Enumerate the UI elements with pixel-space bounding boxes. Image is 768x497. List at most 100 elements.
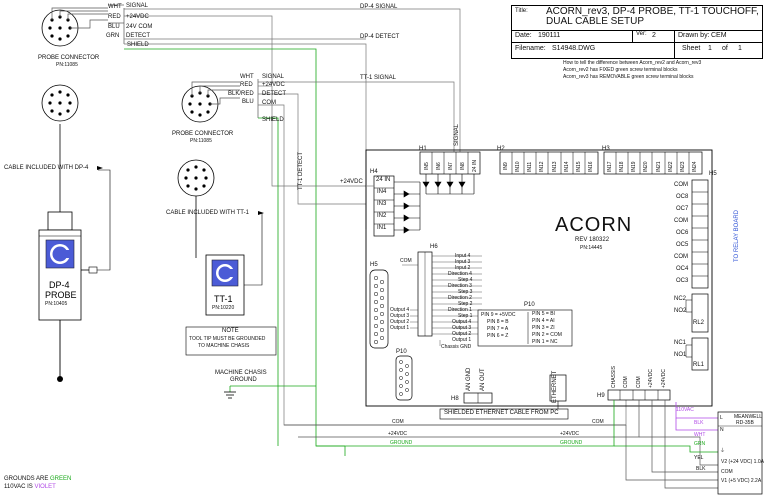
h2-pin-2: IN10 [515,161,521,172]
relay-nc1: NC1 [674,340,687,346]
p10-pin-4: PIN 4 = AI [532,318,555,324]
dp4-wires [51,4,125,44]
h6-sig-3: Input 2 [455,265,471,271]
h2-pin-3: IN11 [527,161,533,172]
h5-pin-com-3: COM [674,254,688,260]
p10-connector-small [395,355,413,401]
p10-pin-2: PIN 2 = COM [532,332,562,338]
tt1-sig-24v: +24VDC [262,82,285,88]
h3-pin-3: IN19 [631,161,637,172]
psu-terminal-com: COM [721,469,733,475]
of-label: of [722,45,728,52]
com-run-label-left: COM [392,419,404,425]
h1-label: H1 [419,146,427,152]
signal-vertical-label: SIGNAL [454,123,460,146]
h6-sig-13: Output 3 [452,325,472,331]
relay-no2: NO2 [674,308,687,314]
h3-pin-5: IN21 [656,161,662,172]
h2-pin-7: IN15 [576,161,582,172]
h9-pin-24v-1: +24VDC [648,368,654,388]
h2-pin-6: IN14 [564,161,570,172]
drawing-title-line2: DUAL CABLE SETUP [546,16,644,27]
ver-value: 2 [652,32,656,39]
dp4-wire-grn: GRN [106,33,120,39]
psu-terminal-n: N [720,427,724,433]
h5-pin-com-2: COM [674,218,688,224]
dp4-probe-name: DP-4 [49,280,70,290]
h9-label: H9 [597,393,605,399]
acorn-board-name: ACORN [555,214,633,236]
dp4-detect-line-label: DP-4 DETECT [360,34,400,40]
psu-wire-blk: BLK [694,420,704,426]
h1-pin-24in: 24 IN [472,160,478,172]
tt1-connector-pn: PN:11085 [190,138,212,144]
legend-grounds-color: GREEN [50,476,72,482]
h8-pin-an-out: AN OUT [480,368,486,391]
h4-diodes [394,181,421,234]
ethernet-label: ETHERNET [552,370,558,403]
drawing-title-line1: ACORN_rev3, DP-4 PROBE, TT-1 TOUCHOFF, [546,6,759,17]
psu-block [717,411,763,495]
ground-run-label-right: GROUND [560,440,583,446]
h1-pin-in5: IN5 [424,162,430,170]
tt1-sig-detect: DETECT [262,91,286,97]
ethernet-cable-label: SHIELDED ETHERNET CABLE FROM PC [444,410,559,416]
dp4-connector-name: PROBE CONNECTOR [38,55,100,61]
h6-sig-14: Output 2 [452,331,472,337]
sheet-value: 1 [708,45,712,52]
h4-pin-in1: IN1 [377,225,387,231]
tt1-note-box [185,326,277,356]
h5-pin-oc4: OC4 [676,266,689,272]
relay-board-label: TO RELAY BOARD [734,209,740,262]
h1-pin-in7: IN7 [448,162,454,170]
machine-ground-label-1: MACHINE CHASIS [215,370,267,376]
psu-name: MEANWELL [734,414,763,420]
h6-sig-11: Step 1 [458,313,473,319]
h4-pin-in3: IN3 [377,201,387,207]
p10-label: P10 [524,302,535,308]
h6-leads [402,255,482,346]
dp4-sig-24v: +24VDC [126,14,149,20]
dp4-connector-pins [48,15,72,41]
relay-rl2: RL2 [693,320,705,326]
h9-pin-com-1: COM [623,376,629,388]
legend-grounds-prefix: GROUNDS ARE [4,476,51,482]
dp4-signal-line-label: DP-4 SIGNAL [360,4,398,10]
relay-rl1: RL1 [693,362,705,368]
h5-block [691,179,709,289]
relay-2-block [691,293,709,333]
h3-pin-8: IN24 [692,161,698,172]
filename-label: Filename: [515,45,546,52]
h5-pin-oc7: OC7 [676,206,689,212]
relay-1-block [691,337,709,371]
h3-label: H3 [602,146,610,152]
title-block: Title: ACORN_rev3, DP-4 PROBE, TT-1 TOUC… [511,5,763,59]
h6-sig-7: Step 3 [458,289,473,295]
h8-label: H8 [451,396,459,402]
tt1-wire-wht: WHT [240,74,254,80]
psu-terminal-v1: V1 (+5 VDC) 2.2A [721,478,762,484]
h6-sig-4: Direction 4 [448,271,472,277]
h6-sig-5: Step 4 [458,277,473,283]
filename-value: S14948.DWG [552,45,596,52]
h3-pin-7: IN23 [680,161,686,172]
h6-left-out-1: Output 1 [390,325,410,331]
h6-sig-10: Direction 1 [448,307,472,313]
p10-pin-7: PIN 7 = A [487,326,509,332]
plus24-run-label-left: +24VDC [388,431,408,437]
psu-wire-yel: YEL [694,455,704,461]
tt1-probe-name: TT-1 [214,294,233,304]
h9-block [607,389,671,401]
p10-pin-9: PIN 9 = +5VDC [481,312,516,318]
h2-block [499,151,599,175]
power-lines [284,400,718,489]
psu-terminal-v2: V2 (+24 VDC) 1.0A [721,459,764,465]
tt1-sig-signal: SIGNAL [262,74,285,80]
h5-pin-oc5: OC5 [676,242,689,248]
ethernet-cable-box [439,408,569,420]
h6-left-out-4: Output 4 [390,307,410,313]
sheet-label: Sheet [682,45,701,52]
dp4-sig-24vcom: 24V COM [126,24,153,30]
tt1-connector-name: PROBE CONNECTOR [172,131,234,137]
p10-pinout-box [477,309,573,347]
